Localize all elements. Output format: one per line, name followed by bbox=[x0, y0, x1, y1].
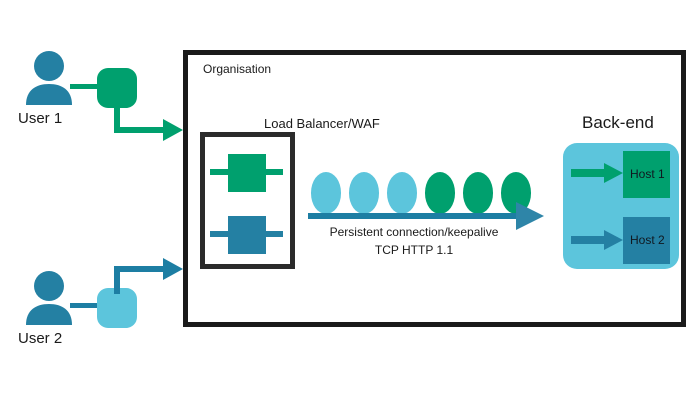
user-2-connector-line bbox=[70, 303, 102, 308]
packet bbox=[349, 172, 379, 214]
packet bbox=[463, 172, 493, 214]
arrow-right-blue bbox=[571, 229, 626, 251]
rounded-square-node-blue bbox=[97, 288, 137, 328]
host-1-label: Host 1 bbox=[630, 167, 665, 181]
arrow-right-green bbox=[95, 100, 190, 150]
backend-label: Back-end bbox=[582, 113, 654, 132]
arrow-right-blue bbox=[95, 258, 190, 303]
load-balancer-box bbox=[200, 132, 295, 269]
server-device-icon bbox=[200, 209, 295, 259]
rounded-square-node-green bbox=[97, 68, 137, 108]
packet bbox=[425, 172, 455, 214]
packet bbox=[387, 172, 417, 214]
load-balancer-label: Load Balancer/WAF bbox=[264, 116, 380, 131]
connection-label-line-1: Persistent connection/keepalive bbox=[329, 225, 499, 239]
person-icon bbox=[26, 271, 72, 325]
organisation-label: Organisation bbox=[203, 62, 272, 76]
user-1-connector-line bbox=[70, 84, 102, 89]
host-2-box: Host 2 bbox=[623, 217, 670, 264]
user-2-label: User 2 bbox=[18, 330, 63, 347]
connection-label-line-2: TCP HTTP 1.1 bbox=[374, 243, 454, 257]
host-2-label: Host 2 bbox=[630, 233, 665, 247]
server-device-icon bbox=[200, 147, 295, 197]
arrow-right-long-blue bbox=[308, 200, 548, 234]
arrow-right-green bbox=[571, 162, 626, 184]
host-1-box: Host 1 bbox=[623, 151, 670, 198]
user-1-label: User 1 bbox=[18, 110, 63, 127]
avatar bbox=[22, 270, 76, 325]
person-icon bbox=[26, 51, 72, 105]
avatar bbox=[22, 50, 76, 105]
backend-panel: Host 1 Host 2 bbox=[563, 143, 679, 269]
packet bbox=[311, 172, 341, 214]
